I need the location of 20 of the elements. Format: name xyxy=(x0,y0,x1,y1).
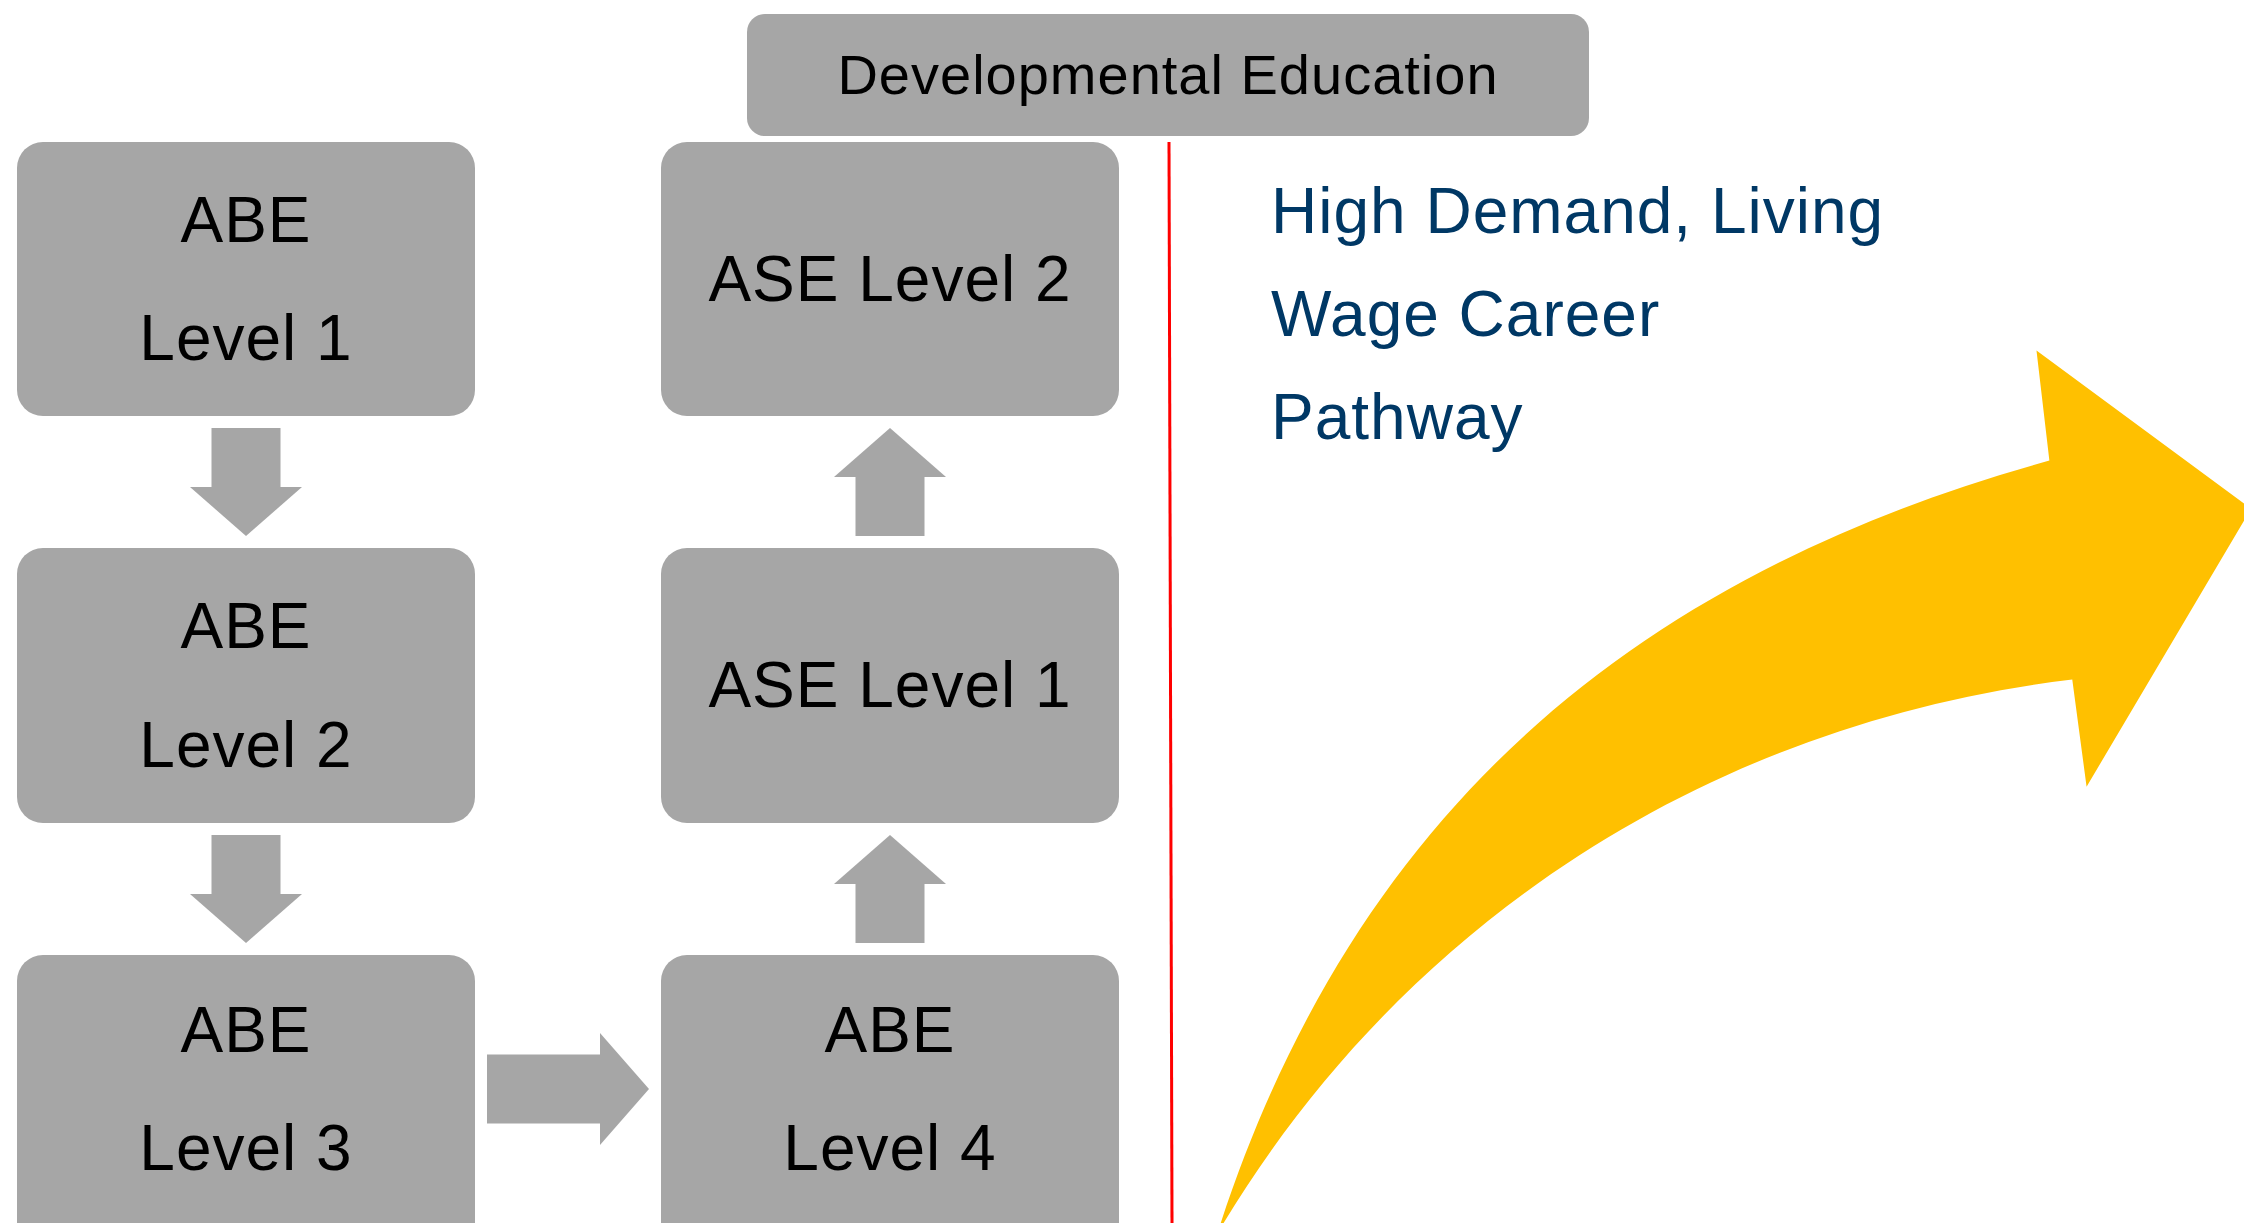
box-label: ABE Level 3 xyxy=(138,992,354,1186)
box-label: ABE Level 2 xyxy=(138,589,354,783)
block-arrow xyxy=(834,428,946,536)
level-box xyxy=(17,548,475,823)
block-arrow xyxy=(834,835,946,943)
level-box xyxy=(17,955,475,1223)
block-arrow xyxy=(190,835,302,943)
header-box xyxy=(747,14,1589,136)
block-arrow xyxy=(487,1033,649,1145)
level-box xyxy=(661,142,1119,416)
level-box xyxy=(17,142,475,416)
box-label: ASE Level 2 xyxy=(707,241,1073,317)
pathway-heading: High Demand, Living Wage Career Pathway xyxy=(1271,174,1886,455)
box-label: ASE Level 1 xyxy=(707,648,1073,724)
level-box xyxy=(661,955,1119,1223)
box-label: ABE Level 1 xyxy=(138,182,354,376)
box-label: Developmental Education xyxy=(836,42,1500,109)
level-box xyxy=(661,548,1119,823)
box-label: ABE Level 4 xyxy=(782,992,998,1186)
block-arrow xyxy=(190,428,302,536)
